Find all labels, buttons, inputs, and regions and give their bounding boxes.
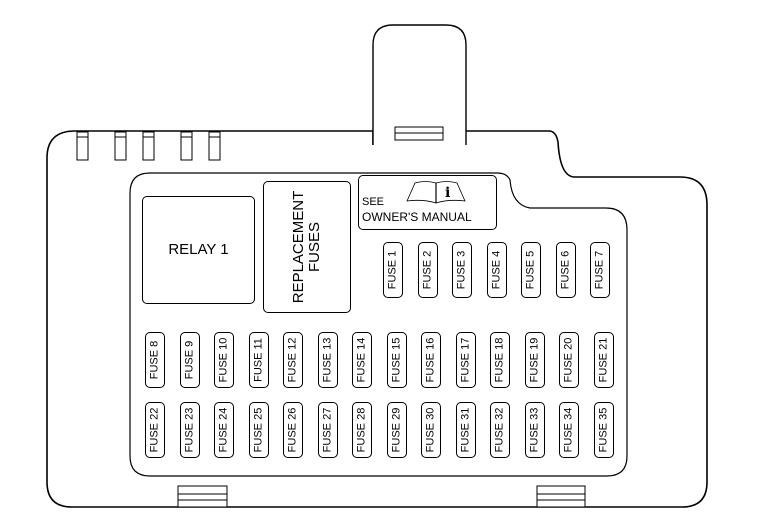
top-clips	[76, 131, 221, 161]
fuse-label: FUSE 12	[286, 337, 299, 383]
fuse-label: FUSE 1	[386, 250, 399, 290]
fuse-slot: FUSE 19	[524, 332, 545, 388]
fuse-slot: FUSE 20	[559, 332, 579, 388]
fuse-slot: FUSE 23	[179, 402, 200, 458]
fuse-label: FUSE 34	[562, 407, 575, 453]
fuse-label: FUSE 32	[493, 407, 506, 453]
manual-owners: OWNER'S MANUAL	[362, 210, 472, 224]
fuse-label: FUSE 25	[252, 407, 264, 453]
fuse-slot: FUSE 33	[524, 402, 545, 458]
fuse-slot: FUSE 29	[386, 402, 407, 458]
bottom-latch-right	[536, 485, 586, 508]
fuse-slot: FUSE 6	[555, 242, 576, 298]
fuse-slot: FUSE 35	[593, 402, 614, 458]
fuse-label: FUSE 31	[459, 407, 471, 453]
fuse-slot: FUSE 15	[386, 332, 407, 388]
fuse-slot: FUSE 5	[521, 242, 541, 298]
fuse-label: FUSE 2	[421, 250, 433, 290]
fuse-slot: FUSE 17	[455, 332, 476, 388]
fuse-label: FUSE 11	[252, 338, 264, 382]
fuse-label: FUSE 28	[355, 407, 368, 453]
fuse-label: FUSE 3	[455, 250, 468, 290]
housing-outline	[46, 130, 708, 508]
fuse-label: FUSE 24	[217, 407, 230, 453]
relay-1: RELAY 1	[142, 196, 255, 304]
fuse-slot: FUSE 4	[486, 242, 507, 298]
fuse-label: FUSE 21	[597, 337, 609, 383]
fuse-label: FUSE 30	[424, 407, 437, 453]
fuse-slot: FUSE 14	[352, 332, 372, 388]
inner-panel	[129, 172, 628, 477]
fuse-slot: FUSE 27	[317, 402, 338, 458]
fuse-label: FUSE 13	[321, 337, 333, 383]
replacement-fuses-area: REPLACEMENT FUSES	[263, 181, 351, 313]
manual-see: SEE	[362, 196, 385, 208]
fuse-slot: FUSE 31	[455, 402, 476, 458]
relay-label: RELAY 1	[168, 241, 229, 258]
book-info-icon: i	[406, 181, 466, 204]
fuse-slot: FUSE 26	[283, 402, 303, 458]
fuse-label: FUSE 4	[490, 250, 502, 290]
fuse-slot: FUSE 21	[593, 332, 614, 388]
fuse-label: FUSE 26	[286, 407, 299, 453]
fuse-slot: FUSE 11	[248, 332, 269, 388]
replacement-label: REPLACEMENT FUSES	[290, 190, 323, 304]
fuse-label: FUSE 7	[593, 250, 606, 290]
bottom-latch-left	[177, 485, 228, 508]
fuse-slot: FUSE 32	[490, 402, 510, 458]
fuse-slot: FUSE 28	[352, 402, 372, 458]
fuse-slot: FUSE 3	[452, 242, 472, 298]
fuse-slot: FUSE 12	[283, 332, 303, 388]
fuse-slot: FUSE 10	[214, 332, 234, 388]
fuse-label: FUSE 5	[524, 250, 537, 290]
fuse-slot: FUSE 34	[559, 402, 579, 458]
fuse-slot: FUSE 24	[214, 402, 234, 458]
fuse-label: FUSE 22	[148, 407, 161, 453]
fuse-label: FUSE 6	[559, 250, 571, 290]
fuse-label: FUSE 23	[183, 407, 195, 453]
fuse-slot: FUSE 2	[417, 242, 438, 298]
fuse-slot: FUSE 30	[421, 402, 441, 458]
replacement-line2: FUSES	[306, 222, 323, 273]
fuse-label: FUSE 33	[528, 407, 540, 453]
fuse-label: FUSE 35	[597, 407, 609, 453]
fuse-slot: FUSE 25	[248, 402, 269, 458]
fuse-label: FUSE 16	[424, 337, 437, 383]
top-tab	[372, 24, 467, 145]
fuse-label: FUSE 9	[183, 340, 195, 380]
fuse-label: FUSE 19	[528, 337, 540, 383]
fuse-slot: FUSE 22	[145, 402, 165, 458]
fuse-label: FUSE 14	[355, 337, 368, 383]
svg-text:i: i	[445, 185, 450, 201]
fuse-label: FUSE 27	[321, 407, 333, 453]
fuse-slot: FUSE 7	[590, 242, 610, 298]
fuse-slot: FUSE 16	[421, 332, 441, 388]
fuse-slot: FUSE 9	[179, 332, 200, 388]
fuse-label: FUSE 18	[493, 337, 506, 383]
fuse-label: FUSE 10	[217, 337, 230, 383]
fuse-label: FUSE 8	[148, 340, 161, 380]
fuse-slot: FUSE 13	[317, 332, 338, 388]
fuse-slot: FUSE 1	[383, 242, 403, 298]
fuse-label: FUSE 17	[459, 337, 471, 383]
fuse-label: FUSE 20	[562, 337, 575, 383]
fuse-slot: FUSE 18	[490, 332, 510, 388]
replacement-line1: REPLACEMENT	[290, 190, 307, 304]
owners-manual-note: i SEE OWNER'S MANUAL	[358, 175, 497, 230]
fuse-label: FUSE 15	[390, 337, 402, 383]
fuse-slot: FUSE 8	[145, 332, 165, 388]
fuse-label: FUSE 29	[390, 407, 402, 453]
